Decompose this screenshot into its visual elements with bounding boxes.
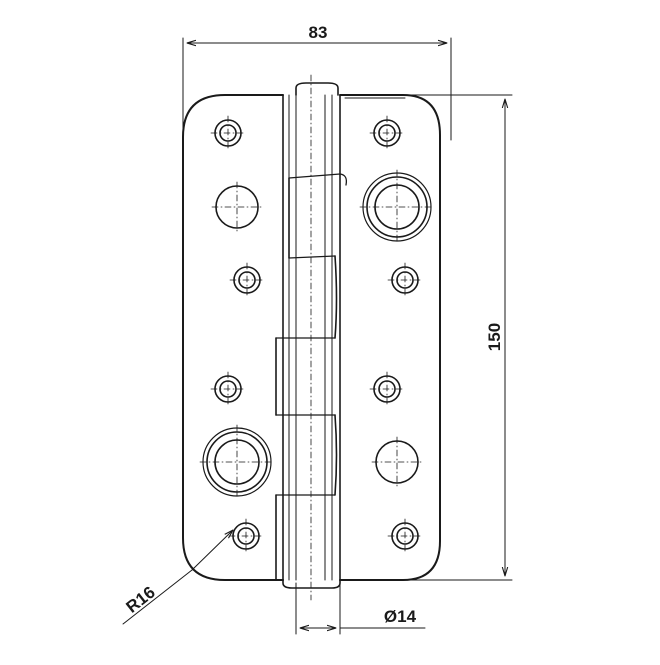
dimension-width	[182, 37, 452, 141]
radius-label: R16	[122, 583, 158, 617]
pin-diameter-label: Ø14	[384, 607, 417, 626]
width-label: 83	[309, 23, 328, 42]
dimension-radius	[122, 530, 233, 625]
height-label: 150	[485, 323, 504, 351]
screw-holes	[214, 119, 419, 550]
hinge-knuckle	[275, 82, 348, 589]
right-leaf	[339, 94, 441, 581]
left-leaf	[182, 94, 284, 581]
centerlines	[199, 74, 435, 601]
dimension-pin	[295, 582, 426, 635]
dimension-height	[402, 94, 513, 581]
